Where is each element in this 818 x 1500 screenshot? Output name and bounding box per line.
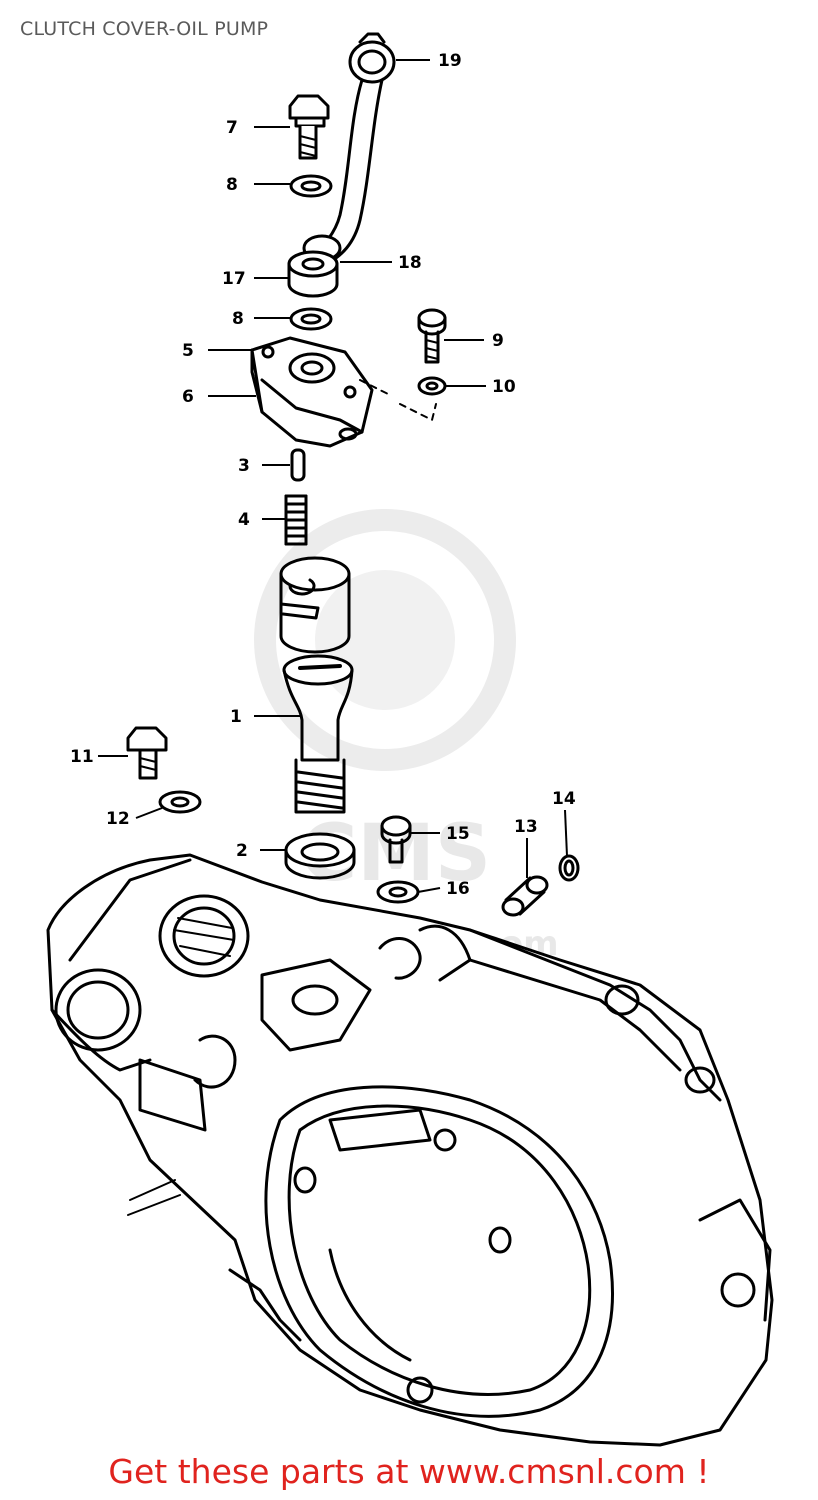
part-8-washer-lower <box>289 307 333 331</box>
callout-19: 19 <box>438 51 462 71</box>
watermark-ring <box>254 509 516 771</box>
callout-2: 2 <box>236 841 248 861</box>
callout-4: 4 <box>238 510 250 530</box>
callout-5: 5 <box>182 341 194 361</box>
part-8-washer-top <box>289 174 333 198</box>
footer-cta: Get these parts at www.cmsnl.com ! <box>108 1452 710 1491</box>
callout-12: 12 <box>106 809 130 829</box>
callout-18: 18 <box>398 253 422 273</box>
part-16-washer <box>376 880 420 904</box>
part-2-oil-seal <box>284 832 356 880</box>
clutch-cover-housing <box>46 853 774 1447</box>
part-11-bolt <box>126 726 168 780</box>
callout-11: 11 <box>70 747 94 767</box>
part-14-oring <box>558 854 580 882</box>
part-7-bolt <box>288 94 330 160</box>
pump-body <box>279 556 351 654</box>
part-1-shaft <box>282 654 354 814</box>
part-5-pump-cover <box>250 336 374 448</box>
part-4-spring <box>284 494 308 546</box>
part-10-lockwasher <box>417 376 447 396</box>
callout-8-lower: 8 <box>232 309 244 329</box>
part-13-dowel <box>501 875 549 917</box>
callout-14: 14 <box>552 789 576 809</box>
part-17-union <box>287 250 339 298</box>
callout-16: 16 <box>446 879 470 899</box>
callout-6: 6 <box>182 387 194 407</box>
page-title: CLUTCH COVER-OIL PUMP <box>20 18 269 40</box>
callout-1: 1 <box>230 707 242 727</box>
part-9-screw <box>417 308 447 364</box>
callout-15: 15 <box>446 824 470 844</box>
part-15-screw <box>380 815 412 864</box>
callout-13: 13 <box>514 817 538 837</box>
callout-17: 17 <box>222 269 246 289</box>
dash-line-9 <box>359 379 437 421</box>
callout-8-top: 8 <box>226 175 238 195</box>
callout-3: 3 <box>238 456 250 476</box>
callout-leaders <box>98 59 568 893</box>
part-3-pin <box>290 448 306 482</box>
callout-labels: 19 7 8 18 17 8 5 6 9 10 3 4 1 11 12 2 15… <box>70 51 576 899</box>
watermark-face <box>315 570 455 710</box>
part-12-washer <box>158 790 202 814</box>
callout-7: 7 <box>226 118 238 138</box>
part-19-clip <box>348 32 396 84</box>
callout-9: 9 <box>492 331 504 351</box>
callout-10: 10 <box>492 377 516 397</box>
